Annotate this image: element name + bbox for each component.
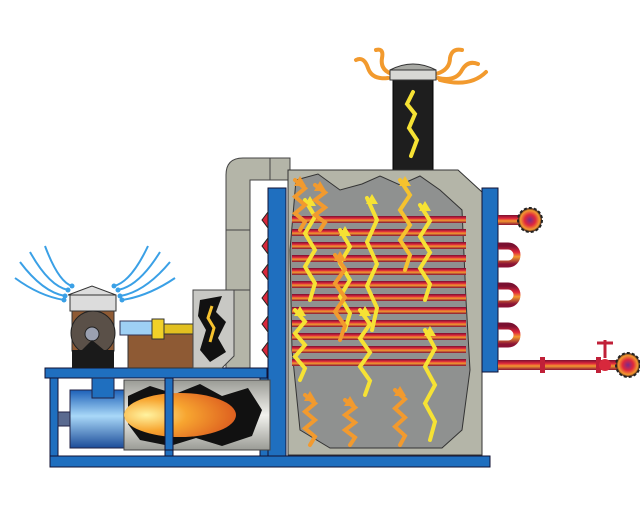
- front-tube-sheet: [267, 187, 287, 457]
- arrow-head-icon: [304, 391, 316, 401]
- fire-tubes: [292, 216, 466, 366]
- smoke-arrow: [436, 60, 480, 81]
- arrow-head-icon: [61, 297, 67, 303]
- air-arrow: [121, 277, 176, 301]
- exhaust-smoke-arrows: [354, 47, 488, 85]
- tube-end: [261, 288, 269, 308]
- hot-gas-arrow: [364, 196, 380, 332]
- combustion-chamber: [123, 377, 271, 451]
- fire-tube: [292, 346, 466, 353]
- water-jacket: [261, 210, 521, 360]
- arrow-head-icon: [366, 194, 378, 204]
- arrow-head-icon: [419, 201, 431, 211]
- air-arrow: [113, 245, 149, 287]
- hot-gas-arrow: [417, 203, 433, 302]
- chimney-stack: [389, 63, 437, 171]
- flue-box: [192, 289, 235, 369]
- hot-gas-arrow: [301, 393, 319, 447]
- arrow-head-icon: [111, 283, 117, 289]
- fire-tube: [292, 333, 466, 340]
- fire-tube: [292, 229, 466, 236]
- tube-end: [261, 210, 269, 230]
- arrow-head-icon: [119, 297, 125, 303]
- air-arrow: [44, 245, 73, 287]
- hot-gas-arrow: [332, 253, 348, 342]
- tube-end: [261, 262, 269, 282]
- arrow-head-icon: [334, 251, 346, 261]
- arrow-head-icon: [65, 287, 71, 293]
- arrow-head-icon: [294, 306, 306, 316]
- burner-flame: [124, 393, 236, 437]
- air-arrow: [117, 251, 161, 291]
- outlet-valve[interactable]: [615, 352, 640, 378]
- arrow-head-icon: [294, 176, 306, 186]
- arrow-head-icon: [359, 306, 371, 316]
- arrow-head-icon: [304, 196, 316, 206]
- hot-gas-arrow: [292, 308, 308, 382]
- hot-gas-arrow: [311, 183, 329, 232]
- arrow-head-icon: [339, 226, 351, 236]
- fire-tube: [292, 255, 466, 262]
- hot-gas-arrow: [422, 328, 438, 442]
- u-bend-pipe: [498, 322, 521, 348]
- air-arrow: [14, 277, 65, 301]
- smoke-arrow: [354, 57, 390, 81]
- hot-gas-arrow: [357, 308, 373, 397]
- u-bend-pipe: [498, 282, 521, 308]
- fire-tube: [292, 359, 466, 366]
- arrow-head-icon: [62, 293, 68, 299]
- tube-end: [261, 314, 269, 334]
- hot-gas-arrow: [392, 388, 408, 447]
- fire-tube: [292, 294, 466, 301]
- smoke-arrow: [374, 47, 394, 76]
- fire-tube: [292, 307, 466, 314]
- air-intake-arrows: [14, 245, 176, 303]
- burner: [57, 377, 125, 449]
- fire-tube: [292, 320, 466, 327]
- motor: [119, 318, 195, 369]
- air-arrow: [119, 261, 171, 297]
- hot-gas-arrow: [291, 178, 309, 232]
- smoke-arrow: [434, 47, 464, 76]
- u-bend-pipe: [498, 242, 521, 268]
- tube-end: [261, 236, 269, 256]
- arrow-head-icon: [117, 293, 123, 299]
- arrow-head-icon: [399, 176, 411, 186]
- fire-tube: [292, 216, 466, 223]
- hot-gas-arrow: [341, 398, 359, 447]
- arrow-head-icon: [314, 181, 326, 191]
- water-pipes: [498, 207, 640, 378]
- smoke-arrow: [438, 70, 488, 85]
- arrow-head-icon: [394, 386, 406, 396]
- rear-tube-sheet: [481, 187, 499, 373]
- arrow-head-icon: [344, 396, 356, 406]
- fire-tube: [292, 242, 466, 249]
- air-arrow: [29, 251, 69, 291]
- hot-gas-arrow: [337, 228, 353, 332]
- air-arrow: [19, 261, 66, 297]
- arrow-head-icon: [424, 326, 436, 336]
- hot-gas-arrow: [397, 178, 413, 272]
- arrow-head-icon: [115, 287, 121, 293]
- inlet-valve[interactable]: [517, 207, 543, 233]
- fire-tube: [292, 281, 466, 288]
- fire-tube: [292, 268, 466, 275]
- tube-end: [261, 340, 269, 360]
- hot-gas-arrows: [291, 176, 438, 447]
- arrow-head-icon: [69, 283, 75, 289]
- air-intake-blower: [67, 285, 117, 368]
